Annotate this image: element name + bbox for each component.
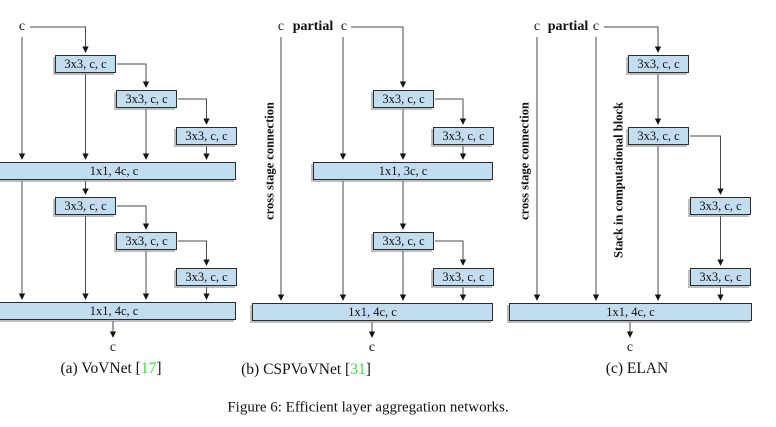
transition-block-1x1: 1x1, 3c, c: [313, 162, 493, 180]
partial-label: partial: [547, 19, 589, 34]
partial-label: partial: [292, 19, 334, 34]
subcaption-b-text: (b) CSPVoVNet: [241, 361, 342, 378]
subcaption-a: (a) VoVNet [17]: [60, 360, 162, 377]
transition-block-1x1: 1x1, 4c, c: [0, 302, 236, 320]
conv-block-3x3: 3x3, c, c: [55, 55, 116, 73]
conv-block-3x3: 3x3, c, c: [433, 268, 494, 286]
conv-block-3x3: 3x3, c, c: [116, 90, 177, 108]
side-label-cross-stage: cross stage connection: [517, 102, 532, 220]
transition-block-1x1: 1x1, 4c, c: [509, 303, 752, 321]
stack-label: Stack in computational block: [611, 102, 626, 258]
conv-block-3x3: 3x3, c, c: [373, 90, 434, 108]
citation-number: 17: [140, 360, 157, 377]
input-label-c: c: [533, 19, 541, 34]
conv-block-3x3: 3x3, c, c: [116, 232, 177, 250]
subcaption-a-text: (a) VoVNet: [60, 360, 132, 377]
conv-block-3x3: 3x3, c, c: [628, 55, 689, 73]
output-label-c: c: [109, 340, 117, 355]
input-label-c: c: [18, 19, 26, 34]
side-label-cross-stage: cross stage connection: [262, 102, 277, 220]
subcaption-b: (b) CSPVoVNet [31]: [241, 361, 371, 378]
conv-block-3x3: 3x3, c, c: [55, 197, 116, 215]
transition-block-1x1: 1x1, 4c, c: [252, 303, 493, 321]
figure-caption: Figure 6: Efficient layer aggregation ne…: [227, 399, 509, 416]
subcaption-c-text: (c) ELAN: [605, 360, 669, 377]
conv-block-3x3: 3x3, c, c: [176, 268, 237, 286]
citation-number: 31: [350, 361, 366, 378]
conv-block-3x3: 3x3, c, c: [176, 127, 237, 145]
transition-block-1x1: 1x1, 4c, c: [0, 162, 236, 180]
conv-block-3x3: 3x3, c, c: [690, 268, 751, 286]
input-label-c: c: [277, 19, 285, 34]
subcaption-c: (c) ELAN: [606, 360, 668, 378]
conv-block-3x3: 3x3, c, c: [690, 197, 751, 215]
output-label-c: c: [368, 340, 376, 355]
input-label-c: c: [592, 19, 600, 34]
conv-block-3x3: 3x3, c, c: [433, 127, 494, 145]
conv-block-3x3: 3x3, c, c: [373, 232, 434, 250]
input-label-c: c: [340, 19, 348, 34]
conv-block-3x3: 3x3, c, c: [628, 127, 689, 145]
output-label-c: c: [626, 340, 634, 355]
